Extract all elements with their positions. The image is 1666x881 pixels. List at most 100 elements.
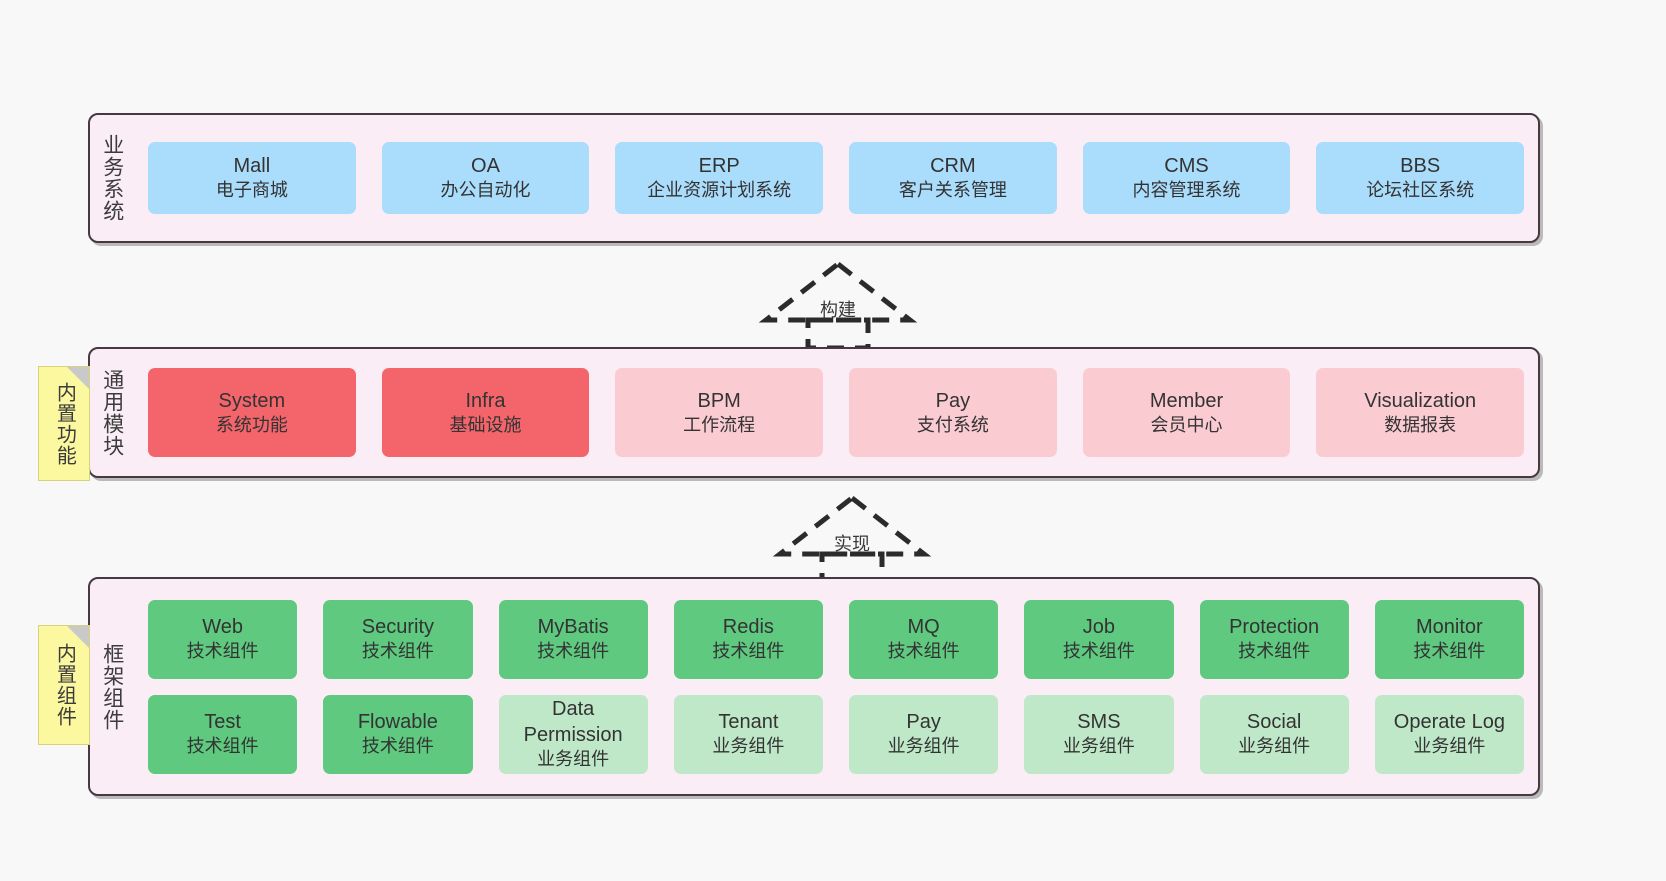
- note-builtin-functions[interactable]: 内置功能: [38, 366, 90, 481]
- box-oa-subtitle: 办公自动化: [440, 180, 531, 201]
- note-builtin-components-label: 内置组件: [53, 643, 76, 727]
- box-mall[interactable]: Mall 电子商城: [148, 142, 356, 214]
- box-security[interactable]: Security 技术组件: [323, 599, 473, 679]
- box-job-subtitle: 技术组件: [1062, 641, 1135, 662]
- box-web-subtitle: 技术组件: [186, 641, 259, 662]
- box-security-title: Security: [361, 616, 434, 639]
- box-operate-log[interactable]: Operate Log 业务组件: [1374, 694, 1524, 774]
- box-test-title: Test: [204, 711, 241, 734]
- box-oa-title: OA: [471, 155, 500, 178]
- box-monitor-title: Monitor: [1416, 616, 1483, 639]
- box-monitor-subtitle: 技术组件: [1413, 641, 1486, 662]
- box-data-permission-title: Data Permission: [523, 698, 623, 746]
- box-system-subtitle: 系统功能: [215, 414, 288, 435]
- box-member[interactable]: Member 会员中心: [1082, 368, 1291, 457]
- row-framework-1: Web 技术组件 Security 技术组件 MyBatis 技术组件 Redi…: [148, 599, 1524, 679]
- box-visualization[interactable]: Visualization 数据报表: [1316, 368, 1525, 457]
- box-bbs-title: BBS: [1400, 155, 1441, 178]
- box-member-title: Member: [1149, 389, 1224, 412]
- row-modules-1: System 系统功能 Infra 基础设施 BPM 工作流程 Pay 支付系统…: [148, 368, 1525, 457]
- box-sms-title: SMS: [1077, 711, 1121, 734]
- box-data-permission[interactable]: Data Permission 业务组件: [498, 694, 648, 774]
- connector-build-label: 构建: [820, 300, 856, 320]
- note-builtin-functions-label: 内置功能: [53, 381, 76, 466]
- box-visualization-subtitle: 数据报表: [1384, 414, 1457, 435]
- box-web-title: Web: [202, 616, 243, 639]
- layer-title-modules: 通用模块: [100, 368, 124, 457]
- row-framework-2: Test 技术组件 Flowable 技术组件 Data Permission …: [148, 694, 1524, 774]
- box-crm-title: CRM: [930, 155, 976, 178]
- box-mall-subtitle: 电子商城: [215, 180, 288, 201]
- box-sms-subtitle: 业务组件: [1062, 736, 1135, 757]
- box-mq-subtitle: 技术组件: [887, 641, 960, 662]
- box-infra[interactable]: Infra 基础设施: [381, 368, 590, 457]
- box-flowable[interactable]: Flowable 技术组件: [323, 694, 473, 774]
- layer-title-business: 业务系统: [100, 134, 124, 222]
- layer-common-modules[interactable]: 通用模块 System 系统功能 Infra 基础设施 BPM 工作流程 Pay…: [88, 347, 1540, 478]
- box-pay-component-subtitle: 业务组件: [887, 736, 960, 757]
- box-protection-subtitle: 技术组件: [1238, 641, 1311, 662]
- box-test[interactable]: Test 技术组件: [148, 694, 298, 774]
- box-mq[interactable]: MQ 技术组件: [849, 599, 999, 679]
- box-data-permission-subtitle: 业务组件: [537, 748, 610, 769]
- box-operate-log-subtitle: 业务组件: [1413, 736, 1486, 757]
- box-cms[interactable]: CMS 内容管理系统: [1082, 142, 1291, 214]
- box-pay-component-title: Pay: [906, 711, 941, 734]
- box-erp-subtitle: 企业资源计划系统: [647, 180, 792, 201]
- box-redis-subtitle: 技术组件: [712, 641, 785, 662]
- box-social-subtitle: 业务组件: [1238, 736, 1311, 757]
- box-cms-title: CMS: [1164, 155, 1209, 178]
- box-protection[interactable]: Protection 技术组件: [1199, 599, 1349, 679]
- note-fold-corner-icon: [67, 367, 89, 389]
- layer-framework-components[interactable]: 框架组件 Web 技术组件 Security 技术组件 MyBatis 技术组件…: [88, 577, 1540, 796]
- layer-body-business: Mall 电子商城 OA 办公自动化 ERP 企业资源计划系统 CRM 客户关系…: [134, 115, 1538, 241]
- box-social-title: Social: [1246, 711, 1302, 734]
- connector-build: 构建: [758, 258, 918, 348]
- box-pay-module-subtitle: 支付系统: [916, 414, 989, 435]
- layer-body-framework: Web 技术组件 Security 技术组件 MyBatis 技术组件 Redi…: [134, 579, 1538, 794]
- box-monitor[interactable]: Monitor 技术组件: [1374, 599, 1524, 679]
- note-builtin-components[interactable]: 内置组件: [38, 625, 90, 745]
- box-job[interactable]: Job 技术组件: [1024, 599, 1174, 679]
- box-system-title: System: [218, 389, 286, 412]
- box-erp-title: ERP: [698, 155, 740, 178]
- box-mq-title: MQ: [907, 616, 940, 639]
- box-bpm[interactable]: BPM 工作流程: [615, 368, 824, 457]
- box-protection-title: Protection: [1229, 616, 1320, 639]
- box-pay-component[interactable]: Pay 业务组件: [849, 694, 999, 774]
- box-mybatis-title: MyBatis: [537, 616, 609, 639]
- box-redis[interactable]: Redis 技术组件: [673, 599, 823, 679]
- box-pay-module-title: Pay: [935, 389, 971, 412]
- box-sms[interactable]: SMS 业务组件: [1024, 694, 1174, 774]
- box-flowable-title: Flowable: [357, 711, 438, 734]
- box-oa[interactable]: OA 办公自动化: [381, 142, 590, 214]
- box-crm[interactable]: CRM 客户关系管理: [849, 142, 1057, 214]
- box-test-subtitle: 技术组件: [186, 736, 259, 757]
- layer-business-systems[interactable]: 业务系统 Mall 电子商城 OA 办公自动化 ERP 企业资源计划系统 CRM…: [88, 113, 1540, 243]
- note-fold-corner-icon: [67, 626, 89, 648]
- box-erp[interactable]: ERP 企业资源计划系统: [615, 142, 824, 214]
- box-web[interactable]: Web 技术组件: [148, 599, 298, 679]
- box-crm-subtitle: 客户关系管理: [898, 180, 1007, 201]
- box-infra-title: Infra: [465, 389, 506, 412]
- box-member-subtitle: 会员中心: [1150, 414, 1223, 435]
- box-system[interactable]: System 系统功能: [148, 368, 356, 457]
- box-mybatis-subtitle: 技术组件: [537, 641, 610, 662]
- box-tenant-subtitle: 业务组件: [712, 736, 785, 757]
- box-tenant[interactable]: Tenant 业务组件: [673, 694, 823, 774]
- box-bpm-subtitle: 工作流程: [683, 414, 756, 435]
- box-bbs[interactable]: BBS 论坛社区系统: [1316, 142, 1525, 214]
- box-job-title: Job: [1082, 616, 1115, 639]
- box-flowable-subtitle: 技术组件: [361, 736, 434, 757]
- box-mybatis[interactable]: MyBatis 技术组件: [498, 599, 648, 679]
- connector-implement-label: 实现: [834, 534, 870, 554]
- box-visualization-title: Visualization: [1364, 389, 1477, 412]
- row-business-1: Mall 电子商城 OA 办公自动化 ERP 企业资源计划系统 CRM 客户关系…: [148, 142, 1525, 214]
- box-tenant-title: Tenant: [718, 711, 779, 734]
- box-pay-module[interactable]: Pay 支付系统: [849, 368, 1057, 457]
- layer-body-modules: System 系统功能 Infra 基础设施 BPM 工作流程 Pay 支付系统…: [134, 349, 1538, 476]
- connector-implement: 实现: [772, 492, 932, 582]
- box-infra-subtitle: 基础设施: [449, 414, 522, 435]
- box-social[interactable]: Social 业务组件: [1199, 694, 1349, 774]
